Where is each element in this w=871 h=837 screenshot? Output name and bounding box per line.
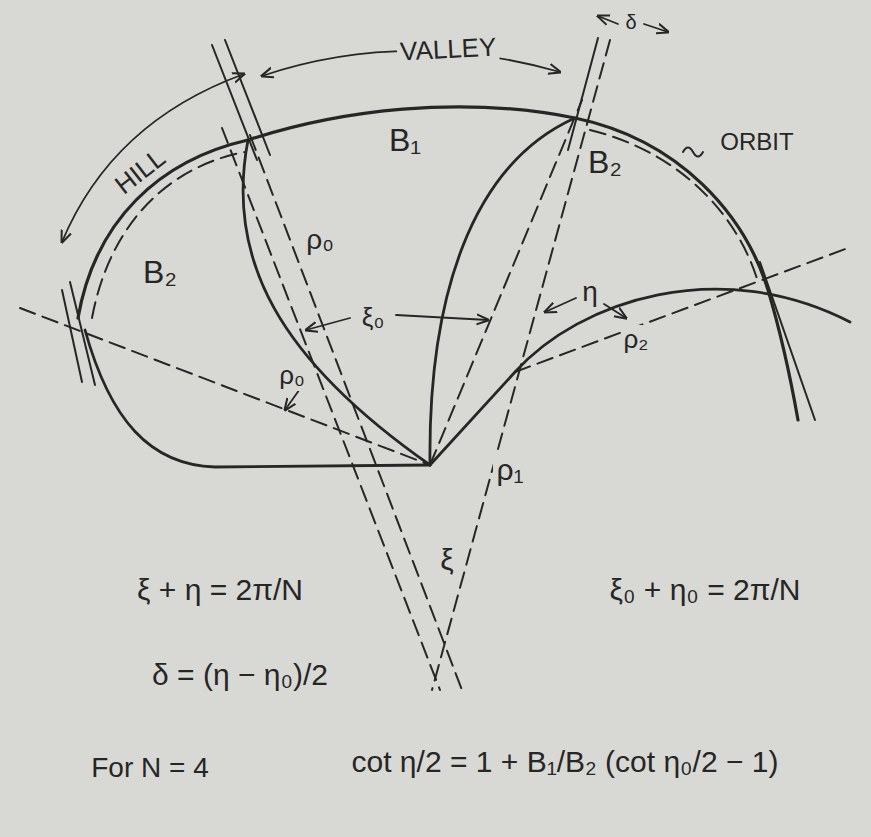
- sketch-label: ξ₀: [359, 303, 387, 333]
- sketch-label: ρ₁: [493, 453, 526, 488]
- sketch-label: cot η/2 = 1 + B₁/B₂ (cot η₀/2 − 1): [349, 745, 782, 780]
- tangent-tick: [212, 45, 257, 160]
- sketch-label: δ: [622, 11, 639, 34]
- hill-dimension: [62, 74, 244, 242]
- radius-line: [432, 40, 610, 690]
- radius-line: [515, 248, 848, 372]
- delta-arrow: [644, 24, 668, 32]
- delta-arrow: [598, 16, 618, 24]
- sketch-label: For N = 4: [88, 752, 211, 784]
- tangent-tick: [760, 262, 815, 420]
- xi0-arrow: [306, 318, 350, 330]
- sketch-label: B₁: [386, 122, 424, 159]
- sketch-label: η: [579, 276, 601, 308]
- tangent-tick: [62, 290, 82, 382]
- tangent-tick: [70, 282, 95, 385]
- sector-boundary: [430, 289, 850, 465]
- xi0-arrow: [396, 315, 488, 320]
- sketch-label: HILL: [107, 141, 173, 202]
- sketch-label: ρ₀: [276, 361, 308, 391]
- eta-arrow: [604, 304, 626, 318]
- orbit-leader: [683, 148, 703, 157]
- sketch-label: ξ₀ + η₀ = 2π/N: [607, 573, 804, 608]
- sketch-label: ξ: [437, 543, 456, 578]
- sketch-label: VALLEY: [396, 32, 500, 67]
- sketch-label: ρ₀: [303, 224, 337, 256]
- sketch-label: δ = (η − η₀)/2: [149, 658, 331, 693]
- sketch-label: B₂: [140, 254, 180, 291]
- orbit-curve: [78, 107, 798, 420]
- sketch-label: ORBIT: [717, 128, 796, 156]
- tangent-tick: [568, 38, 598, 150]
- sketch-label: B₂: [585, 144, 625, 181]
- radius-line: [430, 100, 582, 465]
- sketch-label: ρ₂: [621, 325, 652, 355]
- sketch-label: ξ + η = 2π/N: [134, 573, 306, 608]
- eta-arrow: [545, 298, 576, 312]
